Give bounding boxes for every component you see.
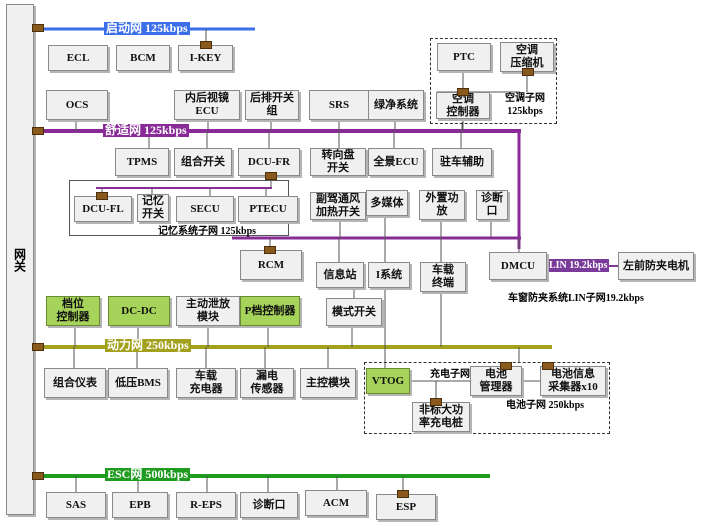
node-steering-switch: 转向盘 开关 [310, 148, 366, 176]
node-seat-vent-switch: 副驾通风 加热开关 [310, 192, 366, 220]
node-mirror-ecu: 内后视镜 ECU [174, 90, 240, 120]
cell-info-connector [542, 362, 554, 370]
node-srs: SRS [309, 90, 369, 120]
node-acm: ACM [305, 490, 367, 516]
node-diag-port-1: 诊断 口 [476, 190, 508, 220]
dcu-fl-connector [96, 192, 108, 200]
gateway-label: 网关 [12, 247, 27, 272]
battery-manager-connector [500, 362, 512, 370]
node-epb: EPB [112, 492, 168, 518]
gateway-esc-connector [32, 472, 44, 480]
aircon-subnet-frame [430, 38, 557, 124]
node-front-motor: 左前防夹电机 [618, 252, 694, 280]
node-multimedia: 多媒体 [366, 190, 408, 216]
ikey-connector [200, 41, 212, 49]
node-vtog: VTOG [366, 368, 410, 394]
node-combo-switch: 组合开关 [174, 148, 232, 176]
node-charger: 车载 充电器 [176, 368, 236, 398]
node-sas: SAS [46, 492, 106, 518]
node-cluster: 组合仪表 [44, 368, 106, 398]
lin-network-label: LIN 19.2kbps [547, 259, 610, 272]
comfort-network-label: 舒适网 125kbps [103, 123, 189, 137]
node-gear-controller: 档位 控制器 [46, 296, 100, 326]
node-panorama-ecu: 全景ECU [368, 148, 424, 176]
window-subnet-label: 车窗防夹系统LIN子网19.2kbps [508, 293, 644, 304]
node-rear-switch: 后排开关 组 [245, 90, 299, 120]
dcu-fr-connector [265, 172, 277, 180]
gateway-comfort-connector [32, 127, 44, 135]
node-dmcu: DMCU [489, 252, 547, 280]
node-secu: SECU [176, 196, 234, 222]
node-ecl: ECL [48, 45, 108, 71]
node-ocs: OCS [46, 90, 108, 120]
node-compressor: 空调 压缩机 [500, 42, 554, 72]
node-dc-charger: 非标大功 率充电桩 [412, 402, 470, 432]
node-ikey: I-KEY [178, 45, 233, 71]
node-diag-port-2: 诊断口 [240, 492, 298, 518]
rcm-connector [264, 246, 276, 254]
node-dcdc: DC-DC [108, 296, 170, 326]
node-low-bms: 低压BMS [108, 368, 168, 398]
node-info-station: 信息站 [316, 262, 364, 288]
power-network-label: 动力网 250kbps [105, 338, 191, 352]
node-p-gear-controller: P档控制器 [240, 296, 300, 326]
node-ac-controller: 空调 控制器 [436, 92, 490, 119]
aircon-subnet-label: 空调子网 125kbps [505, 93, 545, 117]
startup-network-label: 启动网 125kbps [104, 21, 190, 35]
node-mode-switch: 模式开关 [326, 298, 382, 326]
gateway-power-connector [32, 343, 44, 351]
node-cell-info-collector: 电池信息 采集器x10 [540, 366, 606, 396]
node-tpms: TPMS [115, 148, 169, 176]
node-external-amp: 外置功 放 [419, 190, 465, 220]
node-green-system: 绿净系统 [368, 90, 424, 120]
node-active-discharge: 主动泄放 模块 [176, 296, 240, 326]
node-i-system: I系统 [368, 262, 410, 288]
node-ptecu: PTECU [238, 196, 298, 222]
gateway-box: 网关 [6, 4, 34, 515]
dc-charger-connector [430, 398, 442, 406]
memory-subnet-label: 记忆系统子网 125kbps [158, 226, 257, 237]
gateway-startup-connector [32, 24, 44, 32]
ac-controller-connector [457, 88, 469, 96]
esp-connector [397, 490, 409, 498]
node-leak-sensor: 漏电 传感器 [240, 368, 294, 398]
node-battery-manager: 电池 管理器 [470, 366, 522, 396]
node-ptc: PTC [437, 43, 491, 71]
node-main-module: 主控模块 [300, 368, 356, 398]
node-parking-assist: 驻车辅助 [432, 148, 492, 176]
node-reps: R-EPS [176, 492, 236, 518]
battery-subnet-label: 电池子网 250kbps [506, 400, 585, 411]
node-memory-switch: 记忆 开关 [137, 194, 169, 222]
compressor-connector [522, 68, 534, 76]
node-bcm: BCM [116, 45, 170, 71]
esc-network-label: ESC网 500kbps [105, 467, 191, 481]
charging-subnet-label: 充电子网 [430, 369, 470, 380]
node-rcm: RCM [240, 250, 302, 280]
charging-subnet-frame [364, 362, 610, 434]
esc-bus [34, 474, 490, 492]
node-terminal: 车载 终端 [420, 262, 466, 292]
